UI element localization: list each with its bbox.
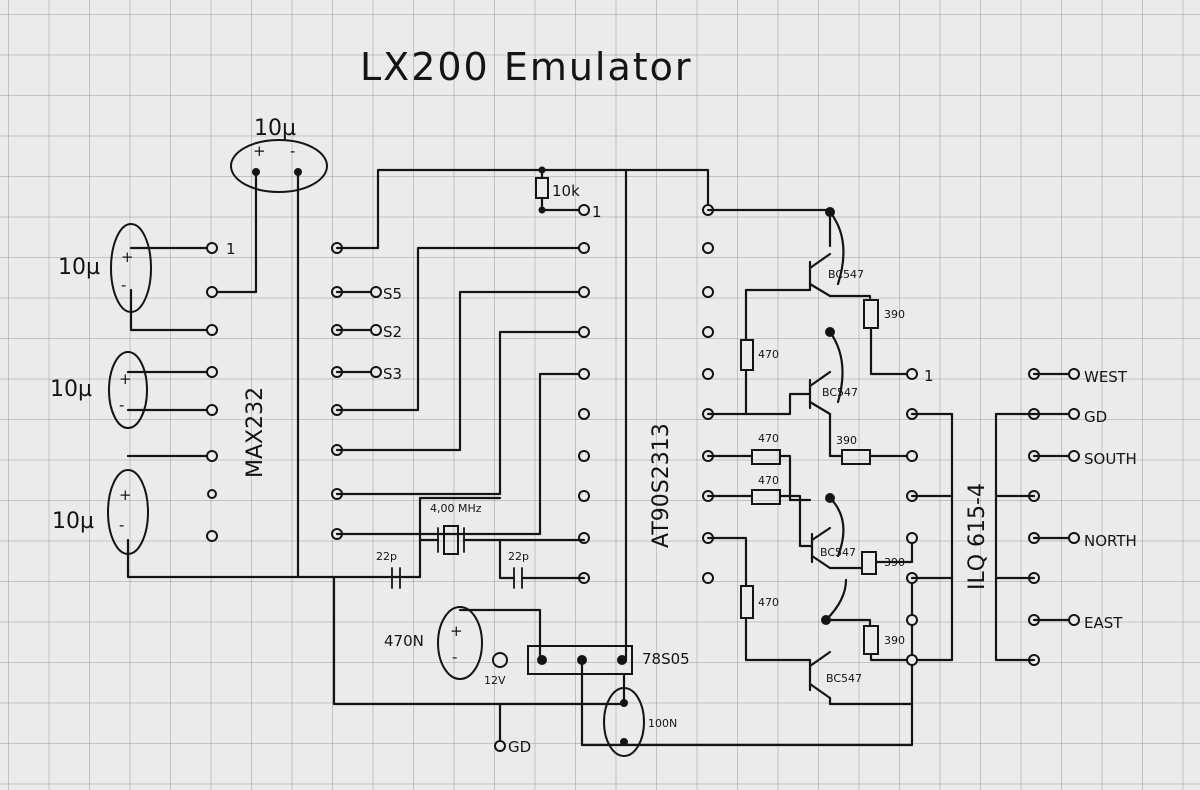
optocoupler-label: ILQ 615-4 xyxy=(965,483,990,590)
svg-text:-: - xyxy=(119,516,124,534)
svg-text:78S05: 78S05 xyxy=(642,650,690,668)
svg-text:-: - xyxy=(119,396,124,414)
svg-text:470N: 470N xyxy=(384,632,424,650)
opto-pin1 xyxy=(906,368,918,380)
mcu-chip: AT90S2313 xyxy=(578,204,714,584)
capacitor-22p-a: 22p xyxy=(376,550,401,589)
output-south-pin xyxy=(1068,450,1080,462)
svg-text:22p: 22p xyxy=(376,550,397,563)
svg-text:BC547: BC547 xyxy=(820,546,856,559)
output-north-pin xyxy=(1068,532,1080,544)
transistor-q3: BC547 xyxy=(810,526,856,570)
resistor-r8: 390 xyxy=(863,625,905,655)
schematic-title: LX200 Emulator xyxy=(360,45,693,89)
capacitor-22p-b: 22p xyxy=(498,538,586,589)
output-south-label: SOUTH xyxy=(1084,450,1137,468)
connector-s2-pin xyxy=(370,324,382,336)
svg-text:+: + xyxy=(119,486,132,504)
transistor-q4: BC547 xyxy=(808,650,862,700)
ground-pin xyxy=(494,740,506,752)
output-north-label: NORTH xyxy=(1084,532,1137,550)
max232-chip: MAX232 xyxy=(206,242,343,542)
capacitor-left-3-label: 10µ xyxy=(52,509,94,534)
connector-s5-pin xyxy=(370,286,382,298)
svg-text:22p: 22p xyxy=(508,550,529,563)
svg-text:BC547: BC547 xyxy=(826,672,862,685)
connector-s2-label: S2 xyxy=(383,323,402,341)
opto-pin1-label: 1 xyxy=(924,367,934,385)
svg-text:-: - xyxy=(452,648,457,666)
output-east-pin xyxy=(1068,614,1080,626)
resistor-r2: 470 xyxy=(751,432,781,465)
output-gd-pin xyxy=(1068,408,1080,420)
output-east-label: EAST xyxy=(1084,614,1123,632)
output-west-label: WEST xyxy=(1084,368,1128,386)
svg-text:+: + xyxy=(121,248,134,266)
resistor-r3: 470 xyxy=(751,474,781,505)
svg-text:470: 470 xyxy=(758,348,779,361)
svg-text:470: 470 xyxy=(758,596,779,609)
crystal: 4,00 MHz xyxy=(418,496,586,579)
mcu-label: AT90S2313 xyxy=(649,423,674,548)
connector-s3-pin xyxy=(370,366,382,378)
transistor-q1: BC547 xyxy=(808,252,864,298)
pullup-pin1-label: 1 xyxy=(592,203,602,221)
output-west-pin xyxy=(1068,368,1080,380)
capacitor-470n: + - 470N xyxy=(384,606,483,680)
capacitor-left-1-label: 10µ xyxy=(58,255,100,280)
capacitor-left-3: + - 10µ xyxy=(52,469,149,555)
svg-text:470: 470 xyxy=(758,432,779,445)
regulator-78s05: 78S05 xyxy=(527,645,690,675)
svg-text:BC547: BC547 xyxy=(822,386,858,399)
resistor-r6: 390 xyxy=(836,434,871,465)
svg-text:10k: 10k xyxy=(552,182,580,200)
capacitor-left-2: + - 10µ xyxy=(50,351,148,429)
svg-text:+: + xyxy=(253,142,266,160)
supply-12v-label: 12V xyxy=(484,674,506,687)
svg-text:-: - xyxy=(121,276,126,294)
svg-text:-: - xyxy=(290,142,295,160)
svg-text:470: 470 xyxy=(758,474,779,487)
connector-s5-label: S5 xyxy=(383,285,402,303)
svg-text:+: + xyxy=(119,370,132,388)
svg-text:390: 390 xyxy=(884,308,905,321)
supply-12v-pin xyxy=(492,652,508,668)
svg-text:100N: 100N xyxy=(648,717,677,730)
resistor-r5: 390 xyxy=(863,299,905,329)
svg-text:4,00 MHz: 4,00 MHz xyxy=(430,502,482,515)
resistor-r1: 470 xyxy=(740,339,779,371)
svg-text:390: 390 xyxy=(836,434,857,447)
capacitor-top-label: 10µ xyxy=(254,116,296,141)
transistor-q2: BC547 xyxy=(808,370,858,416)
capacitor-left-2-label: 10µ xyxy=(50,377,92,402)
svg-text:390: 390 xyxy=(884,634,905,647)
output-gd-label: GD xyxy=(1084,408,1107,426)
svg-text:+: + xyxy=(450,622,463,640)
resistor-r4: 470 xyxy=(740,585,779,619)
max232-pin1-label: 1 xyxy=(226,240,236,258)
capacitor-top: + - 10µ xyxy=(230,116,328,193)
capacitor-left-1: + - 10µ xyxy=(58,223,152,313)
max232-label: MAX232 xyxy=(243,387,268,478)
svg-text:BC547: BC547 xyxy=(828,268,864,281)
connector-s3-label: S3 xyxy=(383,365,402,383)
capacitor-100n: 100N xyxy=(603,687,677,757)
ground-label: GD xyxy=(508,738,531,756)
